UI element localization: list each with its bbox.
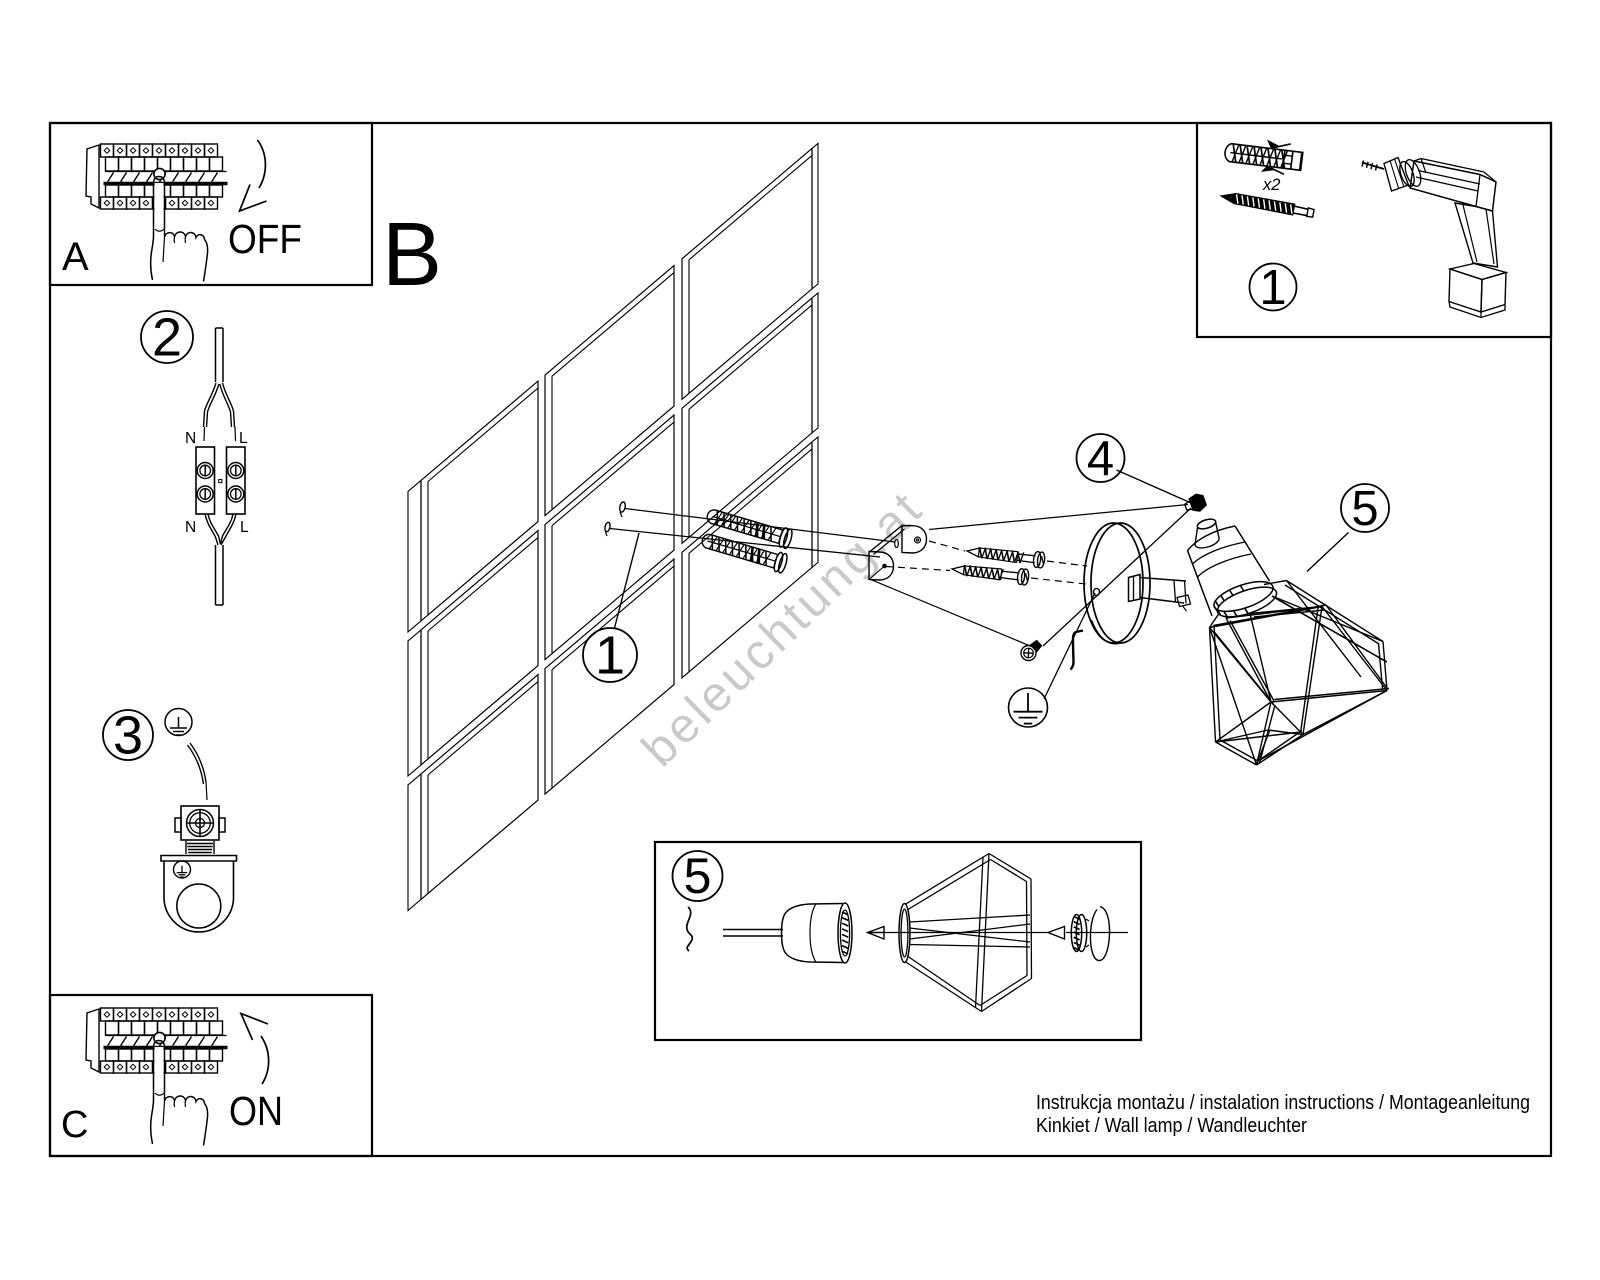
svg-text:5: 5 [684, 848, 712, 904]
svg-text:x2: x2 [1262, 176, 1280, 194]
svg-text:C: C [61, 1104, 88, 1146]
svg-text:4: 4 [1087, 432, 1114, 486]
svg-text:Instrukcja montażu / instalati: Instrukcja montażu / instalation instruc… [1036, 1092, 1530, 1114]
svg-text:OFF: OFF [228, 216, 302, 262]
svg-text:ON: ON [229, 1088, 283, 1134]
svg-text:2: 2 [152, 308, 182, 368]
svg-text:5: 5 [1351, 482, 1378, 536]
svg-text:N: N [185, 519, 196, 536]
svg-text:1: 1 [595, 626, 625, 686]
svg-text:L: L [239, 430, 248, 447]
svg-text:3: 3 [113, 706, 143, 766]
svg-text:1: 1 [1259, 261, 1286, 315]
svg-text:A: A [62, 235, 89, 279]
svg-text:N: N [185, 430, 196, 447]
svg-text:Kinkiet / Wall lamp / Wandleuc: Kinkiet / Wall lamp / Wandleuchter [1036, 1115, 1307, 1137]
svg-text:L: L [240, 519, 249, 536]
svg-text:B: B [382, 205, 442, 305]
